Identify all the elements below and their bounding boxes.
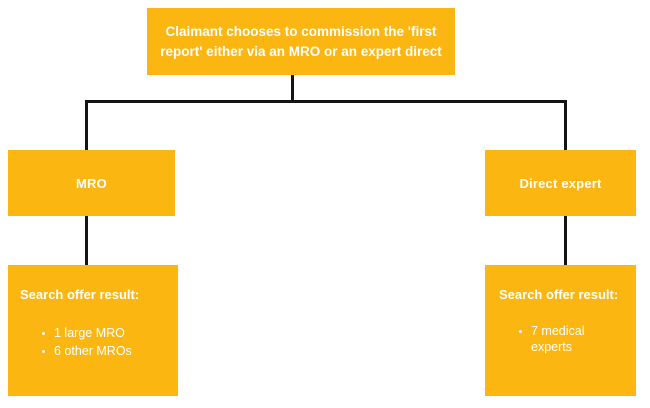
list-item: 7 medical experts <box>499 323 628 357</box>
node-mro-label: MRO <box>76 175 107 191</box>
connector-root-to-mro <box>85 100 88 151</box>
node-direct-expert: Direct expert <box>485 150 636 216</box>
connector-direct-expert-to-result <box>564 215 567 266</box>
node-root-label-line2: report' either via an MRO or an expert d… <box>160 43 442 59</box>
node-direct-expert-result-list: 7 medical experts <box>499 323 628 357</box>
node-mro: MRO <box>8 150 175 216</box>
node-mro-result-list: 1 large MRO 6 other MROs <box>20 325 170 361</box>
node-root-label-line1: Claimant chooses to commission the 'firs… <box>165 23 437 39</box>
connector-root-to-direct-expert <box>564 100 567 151</box>
connector-horizontal-bar <box>85 100 567 103</box>
node-mro-result-title: Search offer result: <box>20 287 140 302</box>
node-mro-result: Search offer result: 1 large MRO 6 other… <box>8 265 178 396</box>
node-direct-expert-result: Search offer result: 7 medical experts <box>485 265 636 396</box>
list-item: 6 other MROs <box>20 343 170 360</box>
connector-root-stem <box>291 75 294 103</box>
list-item: 1 large MRO <box>20 325 170 342</box>
node-root: Claimant chooses to commission the 'firs… <box>147 8 455 75</box>
node-direct-expert-label: Direct expert <box>519 175 602 191</box>
connector-mro-to-result <box>85 215 88 266</box>
node-direct-expert-result-title: Search offer result: <box>499 287 619 302</box>
